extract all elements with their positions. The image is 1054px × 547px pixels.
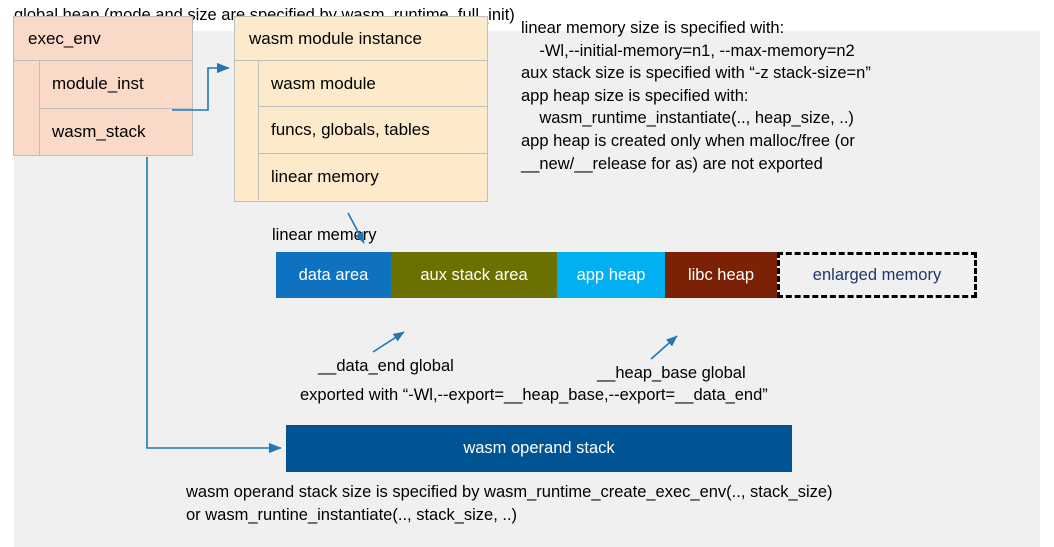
- linear-memory-bar-label: linear memory: [272, 226, 377, 244]
- exec-env-rows: module_inst wasm_stack: [40, 61, 192, 156]
- data-end-annotation: __data_end global: [318, 357, 454, 375]
- exec-env-gutter: [14, 61, 40, 156]
- module-instance-row-linear-memory: linear memory: [271, 166, 379, 186]
- module-instance-rows: wasm module funcs, globals, tables linea…: [259, 61, 487, 200]
- exec-env-row-wasm-stack: wasm_stack: [52, 122, 146, 142]
- module-instance-body: wasm module funcs, globals, tables linea…: [235, 61, 487, 200]
- exec-env-header: exec_env: [14, 17, 192, 61]
- exec-env-body: module_inst wasm_stack: [14, 61, 192, 156]
- memory-segment-enlarged-memory: enlarged memory: [777, 252, 977, 298]
- wasm-module-instance-box: wasm module instance wasm module funcs, …: [234, 16, 488, 202]
- module-instance-gutter: [235, 61, 259, 200]
- memory-segment-app-heap: app heap: [557, 252, 665, 298]
- memory-segment-data-area: data area: [276, 252, 391, 298]
- exec-env-box: exec_env module_inst wasm_stack: [13, 16, 193, 156]
- exec-env-row-module-inst: module_inst: [40, 61, 192, 109]
- exported-annotation: exported with “-Wl,--export=__heap_base,…: [300, 386, 768, 404]
- memory-segment-libc-heap: libc heap: [665, 252, 777, 298]
- module-instance-row-wasm-module: wasm module: [259, 61, 487, 108]
- module-instance-header: wasm module instance: [235, 17, 487, 61]
- heap-base-annotation: __heap_base global: [597, 364, 746, 382]
- operand-stack-note: wasm operand stack size is specified by …: [186, 483, 833, 524]
- wasm-operand-stack-box: wasm operand stack: [286, 425, 792, 472]
- linear-memory-note: linear memory size is specified with: -W…: [521, 19, 871, 173]
- memory-segment-aux-stack-area: aux stack area: [391, 252, 557, 298]
- module-instance-row-funcs-globals-tables: funcs, globals, tables: [259, 107, 487, 154]
